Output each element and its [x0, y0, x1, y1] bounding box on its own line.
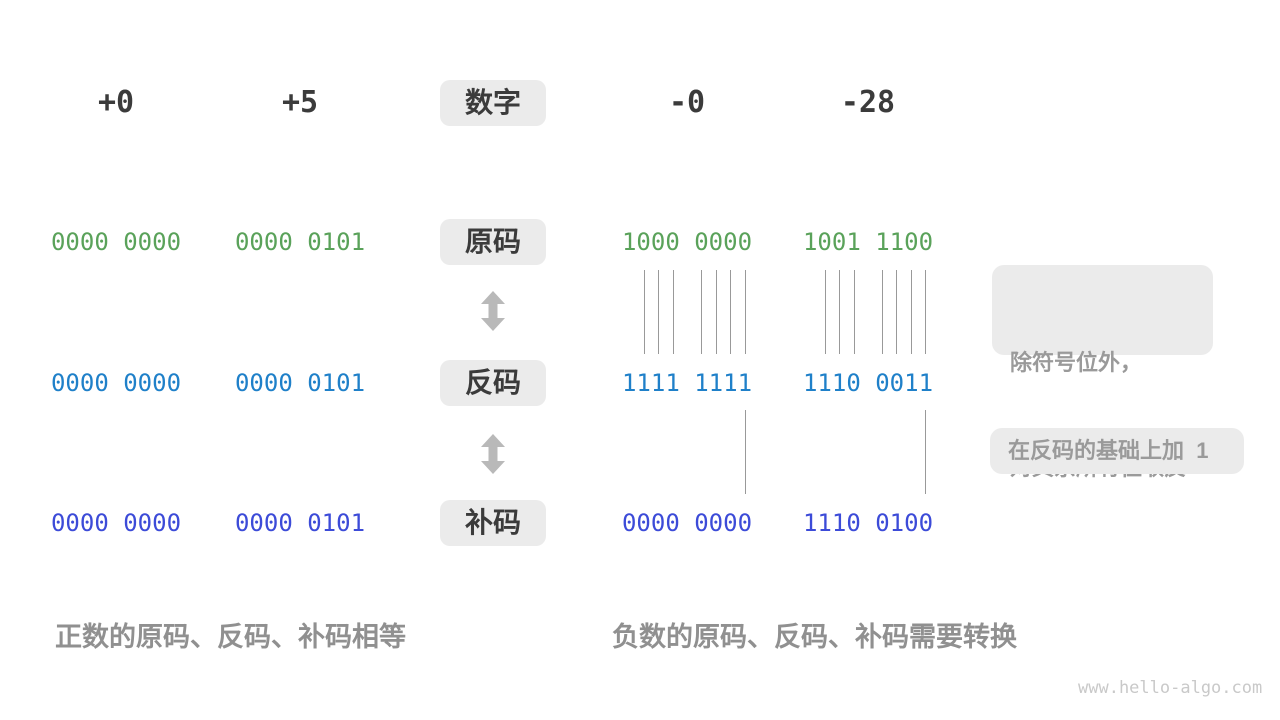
bit-connector-line: [745, 270, 746, 354]
label-box-twos-complement: 补码: [440, 500, 546, 546]
twos-complement-value-plus5: 0000 0101: [234, 509, 366, 537]
updown-arrow-icon: [481, 291, 505, 331]
bit-connector-line: [673, 270, 674, 354]
ones-complement-value-plus0: 0000 0000: [50, 369, 182, 397]
bit-connector-line: [825, 270, 826, 354]
sign-magnitude-value-plus0: 0000 0000: [50, 228, 182, 256]
label-box-number: 数字: [440, 80, 546, 126]
bit-connector-line: [716, 270, 717, 354]
updown-arrow-icon: [481, 434, 505, 474]
header-number-plus0: +0: [97, 85, 135, 120]
label-box-sign-magnitude: 原码: [440, 219, 546, 265]
bit-connector-line: [730, 270, 731, 354]
annotation-invert-line1: 除符号位外，: [1010, 350, 1143, 375]
ones-complement-value-plus5: 0000 0101: [234, 369, 366, 397]
header-number-minus28: -28: [840, 85, 896, 120]
label-box-ones-complement: 反码: [440, 360, 546, 406]
bit-connector-line: [701, 270, 702, 354]
caption-negative-numbers: 负数的原码、反码、补码需要转换: [612, 622, 1017, 652]
sign-magnitude-value-minus0: 1000 0000: [621, 228, 753, 256]
sign-magnitude-value-minus28: 1001 1100: [802, 228, 934, 256]
bit-connector-line: [925, 270, 926, 354]
twos-complement-value-plus0: 0000 0000: [50, 509, 182, 537]
caption-positive-numbers: 正数的原码、反码、补码相等: [55, 622, 406, 652]
annotation-add-one: 在反码的基础上加 1: [990, 428, 1244, 474]
bit-connector-line: [896, 270, 897, 354]
bit-connector-line: [839, 270, 840, 354]
twos-complement-value-minus0: 0000 0000: [621, 509, 753, 537]
bit-connector-line: [925, 410, 926, 494]
bit-connector-line: [658, 270, 659, 354]
header-number-plus5: +5: [281, 85, 319, 120]
ones-complement-value-minus0: 1111 1111: [621, 369, 753, 397]
annotation-invert-bits: 除符号位外， 对其余所有位取反: [992, 265, 1213, 480]
bit-connector-line: [745, 410, 746, 494]
watermark-url: www.hello-algo.com: [1078, 678, 1263, 698]
ones-complement-value-minus28: 1110 0011: [802, 369, 934, 397]
bit-connector-line: [882, 270, 883, 354]
sign-magnitude-value-plus5: 0000 0101: [234, 228, 366, 256]
bit-connector-line: [911, 270, 912, 354]
twos-complement-value-minus28: 1110 0100: [802, 509, 934, 537]
header-number-minus0: -0: [668, 85, 706, 120]
bit-connector-line: [644, 270, 645, 354]
bit-connector-line: [854, 270, 855, 354]
